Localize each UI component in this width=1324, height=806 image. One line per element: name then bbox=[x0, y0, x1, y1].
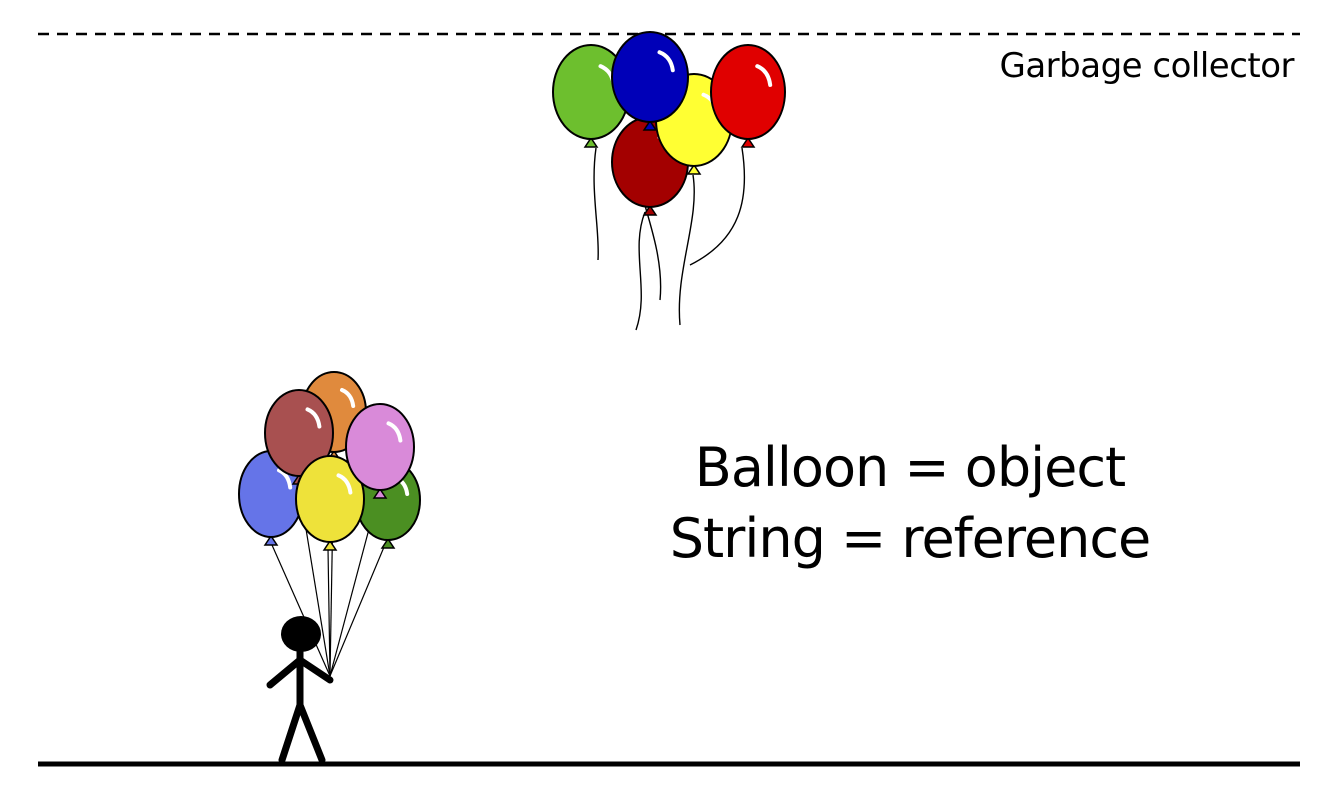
person-left-arm bbox=[266, 656, 304, 689]
stick-figure-person bbox=[266, 616, 334, 764]
person-right-leg bbox=[296, 701, 326, 764]
person-head bbox=[281, 616, 321, 652]
held-balloon-pink bbox=[345, 403, 415, 499]
held-balloon-yellow bbox=[295, 455, 365, 551]
floating-balloons bbox=[552, 31, 786, 216]
floating-balloon-red bbox=[710, 44, 786, 148]
floating-balloon-blue bbox=[611, 31, 689, 131]
person-left-leg bbox=[278, 701, 304, 764]
caption-balloon-object: Balloon = object bbox=[694, 436, 1126, 499]
garbage-collector-label: Garbage collector bbox=[999, 46, 1295, 86]
person-right-arm bbox=[296, 656, 334, 684]
caption-string-reference: String = reference bbox=[669, 507, 1152, 570]
held-balloons bbox=[238, 371, 421, 551]
